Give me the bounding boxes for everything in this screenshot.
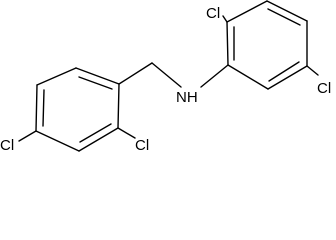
bond-to-cl-lower <box>117 127 136 139</box>
bond <box>226 21 229 66</box>
bond <box>266 0 308 22</box>
chlorine-label-lower: Cl <box>135 137 149 154</box>
benzyl-ch2-bond <box>118 62 153 85</box>
double-bond-inner <box>78 76 113 90</box>
bond <box>36 67 77 86</box>
right-benzene-ring <box>226 0 308 90</box>
molecule-svg: Cl Cl NH Cl Cl <box>0 0 331 154</box>
bond <box>227 64 269 90</box>
bond <box>267 65 308 90</box>
bond <box>35 130 80 152</box>
left-benzene-ring <box>35 67 120 152</box>
bond-to-cl-right <box>306 65 319 76</box>
bond <box>35 84 38 132</box>
bond <box>226 0 268 23</box>
double-bond-inner <box>42 89 45 127</box>
double-bond-inner <box>267 8 301 26</box>
bond-to-cl-left <box>18 130 37 142</box>
bond <box>75 67 120 85</box>
bond-ch2-nh <box>151 62 182 88</box>
chlorine-label-left: Cl <box>0 137 14 154</box>
structure-diagram: Cl Cl NH Cl Cl <box>0 0 331 154</box>
chlorine-label-top: Cl <box>206 5 220 22</box>
double-bond-inner <box>79 123 112 143</box>
bond-nh-ring <box>200 64 229 88</box>
double-bond-inner <box>268 61 300 82</box>
bond-to-cl-top <box>222 15 228 23</box>
amine-label: NH <box>176 89 198 106</box>
bond <box>78 127 119 152</box>
bond <box>117 83 120 129</box>
chlorine-label-right: Cl <box>317 80 331 97</box>
